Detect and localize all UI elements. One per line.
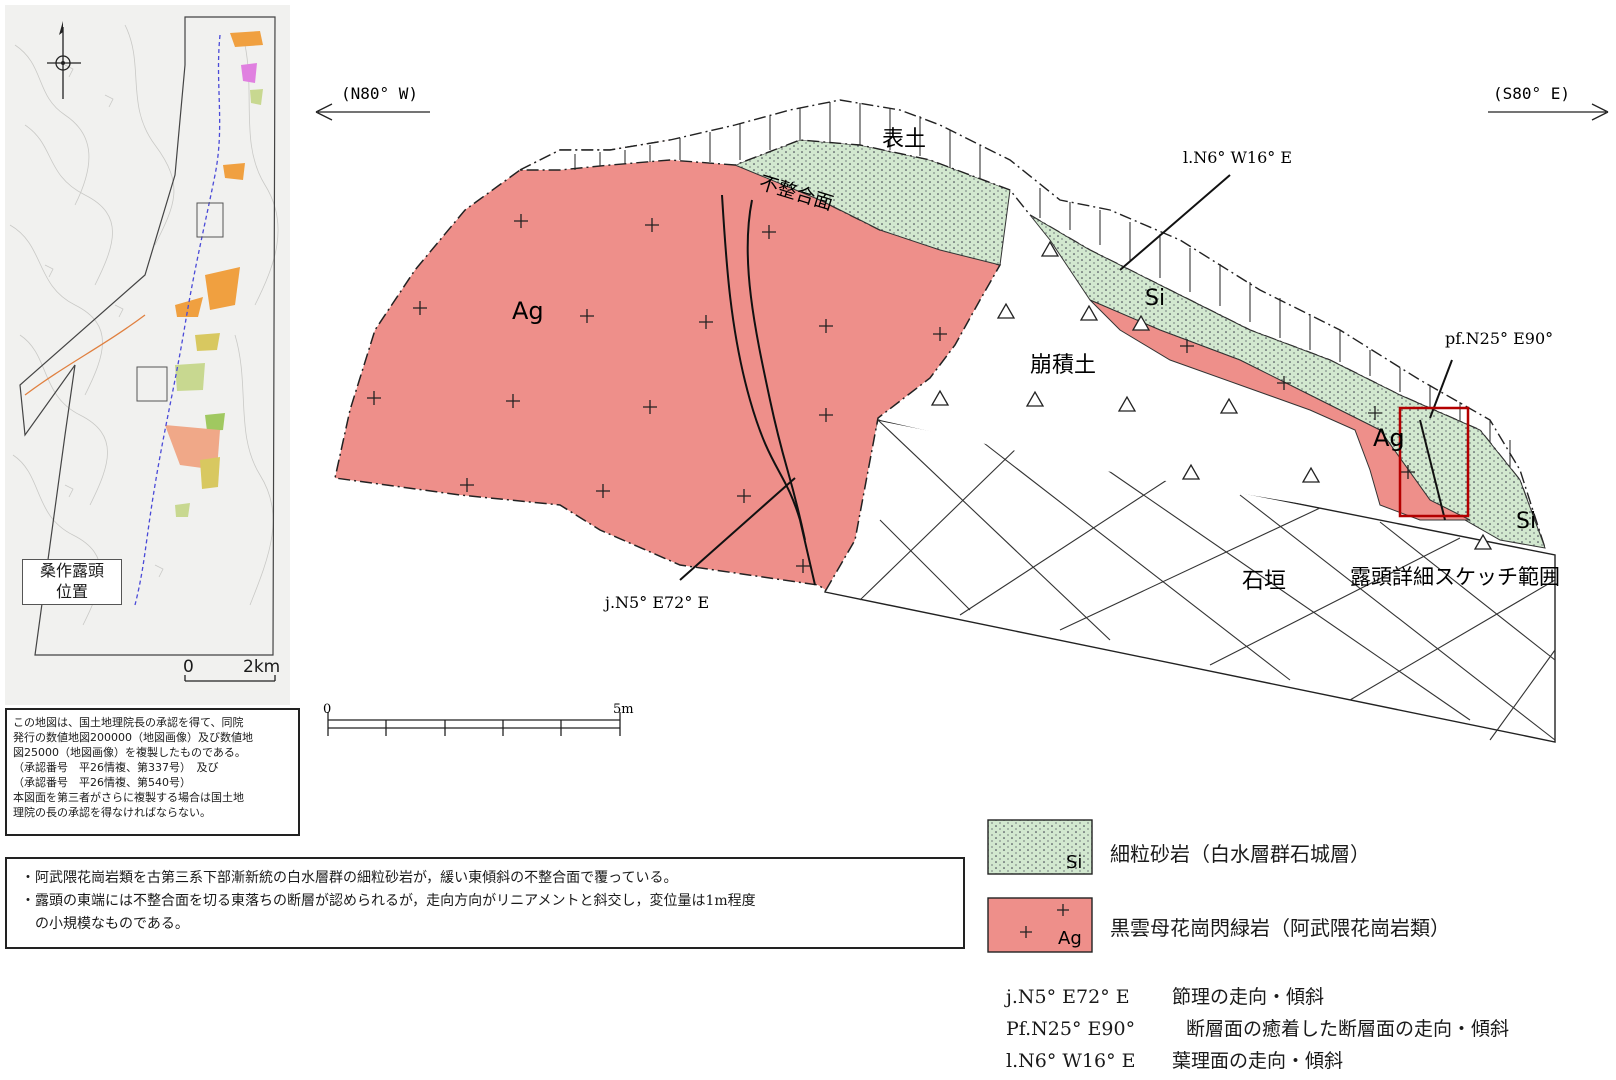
- legend-sandstone-text: 細粒砂岩（白水層群石城層）: [1110, 842, 1370, 866]
- detail-range-label: 露頭詳細スケッチ範囲: [1350, 565, 1560, 589]
- map-scale-zero: 0: [183, 657, 194, 677]
- note-fault: Pf.N25° E90° 断層面の癒着した断層面の走向・傾斜: [1006, 1014, 1509, 1041]
- note-foliation: l.N6° W16° E 葉理面の走向・傾斜: [1006, 1046, 1343, 1073]
- note-joint: j.N5° E72° E 節理の走向・傾斜: [1006, 982, 1324, 1009]
- location-map: 桑作露頭 位置 0 2km: [5, 5, 290, 705]
- colluvium-label: 崩積土: [1030, 353, 1096, 378]
- foliation-leader: [1119, 174, 1231, 271]
- topsoil-hatch: [574, 102, 1511, 470]
- topsoil-band: [519, 99, 1546, 549]
- detail-sketch-range-box: [1398, 406, 1470, 518]
- legend-ag-symbol: Ag: [1058, 928, 1082, 949]
- notice-line: （承認番号 平26情複、第337号） 及び: [13, 761, 219, 774]
- joint-traces: [721, 194, 816, 586]
- sandstone-east-label: Si: [1516, 509, 1536, 534]
- east-direction-arrow: [1488, 103, 1609, 121]
- notice-line: この地図は、国土地理院長の承認を得て、同院: [13, 716, 244, 729]
- foliation-label: l.N6° W16° E: [1183, 148, 1292, 167]
- sketch-scale-zero: 0: [323, 702, 331, 717]
- legend-si-symbol: Si: [1066, 852, 1082, 873]
- notice-line: （承認番号 平26情複、第540号）: [13, 776, 191, 789]
- stone-wall-label: 石垣: [1242, 569, 1286, 594]
- note-fault-text: 断層面の癒着した断層面の走向・傾斜: [1186, 1018, 1510, 1040]
- notice-line: 本図面を第三者がさらに複製する場合は国土地: [13, 791, 244, 804]
- note-fault-code: Pf.N25° E90°: [1006, 1018, 1136, 1040]
- granite-main-label: Ag: [512, 297, 544, 325]
- direction-east-label: (S80° E): [1493, 84, 1570, 103]
- note-joint-text: 節理の走向・傾斜: [1172, 986, 1325, 1008]
- sketch-scale-max: 5m: [613, 702, 634, 717]
- direction-west-label: (N80° W): [341, 84, 418, 103]
- notice-line: 理院の長の承認を得なければならない。: [13, 806, 211, 819]
- notice-line: 発行の数値地図200000（地図画像）及び数値地: [13, 731, 253, 744]
- location-label-line1: 桑作露頭: [39, 561, 104, 580]
- note-foliation-code: l.N6° W16° E: [1006, 1050, 1136, 1072]
- note-foliation-text: 葉理面の走向・傾斜: [1172, 1050, 1344, 1072]
- outcrop-sketch: (N80° W) (S80° E) 表土 不整合面 l.N6° W16° E 崩…: [315, 84, 1609, 743]
- topsoil-label: 表土: [882, 127, 926, 152]
- legend-granite-swatch: [987, 897, 1093, 953]
- colluvium-triangles: [930, 240, 1493, 550]
- description-line: ・露頭の東端には不整合面を切る東落ちの断層が認められるが，走向方向がリニアメント…: [21, 893, 756, 909]
- map-scale-max: 2km: [243, 657, 281, 677]
- outcrop-description: ・阿武隈花崗岩類を古第三系下部漸新統の白水層群の細粒砂岩が，緩い東傾斜の不整合面…: [5, 857, 965, 949]
- west-direction-arrow: [315, 103, 430, 121]
- joint-label: j.N5° E72° E: [603, 593, 709, 612]
- notice-line: 図25000（地図画像）を複製したものである。: [13, 746, 246, 759]
- joint-leader: [679, 477, 796, 581]
- location-map-graphic: [9, 16, 279, 682]
- legend-sandstone-swatch: [987, 819, 1093, 875]
- location-label-line2: 位置: [55, 582, 88, 601]
- description-line: ・阿武隈花崗岩類を古第三系下部漸新統の白水層群の細粒砂岩が，緩い東傾斜の不整合面…: [21, 870, 678, 886]
- legend-swatches: Si Ag: [987, 819, 1093, 953]
- note-joint-code: j.N5° E72° E: [1006, 986, 1130, 1008]
- fault-plane-label: pf.N25° E90°: [1445, 329, 1553, 348]
- description-line: の小規模なものである。: [21, 916, 189, 932]
- sandstone-upper-label: Si: [1145, 286, 1165, 311]
- granite-east-label: Ag: [1373, 424, 1405, 452]
- map-copyright-notice: この地図は、国土地理院長の承認を得て、同院 発行の数値地図200000（地図画像…: [5, 708, 300, 836]
- outcrop-location-label: 桑作露頭 位置: [22, 559, 122, 605]
- fault-trace: [1419, 419, 1446, 521]
- sketch-scale-bar: [327, 712, 621, 736]
- legend-granite-text: 黒雲母花崗閃緑岩（阿武隈花崗岩類）: [1110, 916, 1450, 940]
- granite-plus-marks: [367, 214, 1415, 573]
